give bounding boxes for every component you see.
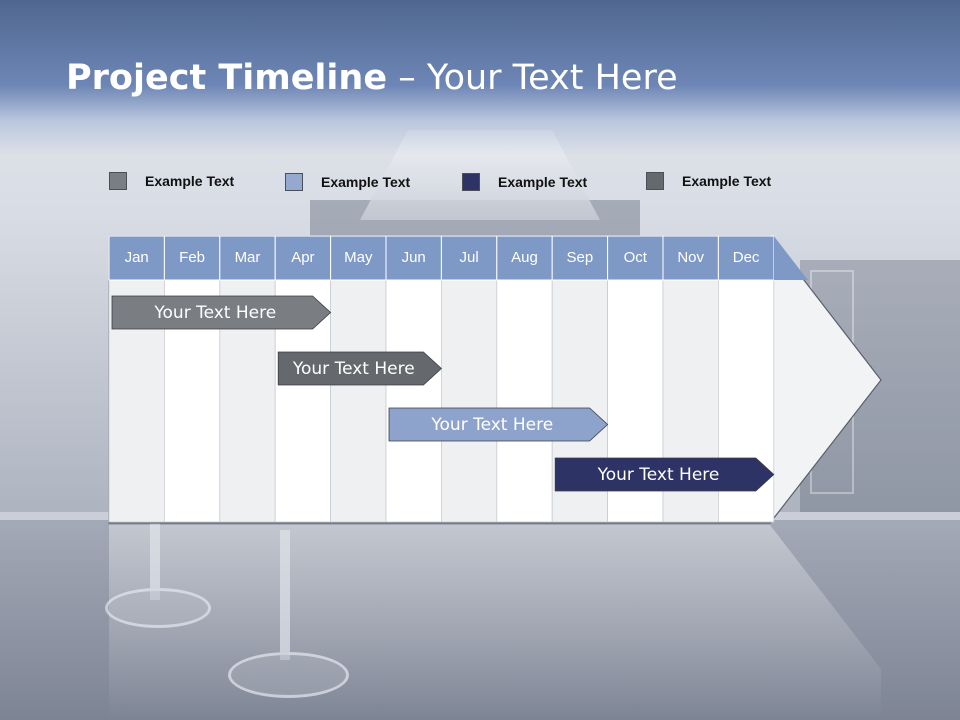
month-header-cell <box>108 235 165 281</box>
title-bold: Project Timeline <box>66 58 388 98</box>
month-column <box>330 279 387 523</box>
month-header-cell <box>163 235 221 281</box>
month-label-jul: Jul <box>459 249 479 266</box>
month-header-cell <box>717 235 775 281</box>
legend-item: Example Text <box>285 171 410 193</box>
task-label: Your Text Here <box>154 303 277 323</box>
legend-swatch <box>462 173 480 191</box>
legend-label: Example Text <box>682 173 772 189</box>
month-column <box>440 279 498 523</box>
legend-swatch <box>285 173 303 191</box>
legend-swatch <box>109 172 127 190</box>
month-label-apr: Apr <box>291 249 315 266</box>
month-label-aug: Aug <box>511 249 538 266</box>
title-rest: – Your Text Here <box>387 58 678 98</box>
task-arrow <box>277 351 442 386</box>
legend-item: Example Text <box>646 170 771 192</box>
month-column <box>385 279 442 523</box>
month-label-dec: Dec <box>732 249 760 266</box>
month-label-mar: Mar <box>234 249 261 266</box>
legend-label: Example Text <box>321 174 411 190</box>
task-label: Your Text Here <box>292 359 415 379</box>
task-arrow <box>554 457 775 492</box>
month-header-cell <box>662 235 719 281</box>
month-header-cell <box>440 235 498 281</box>
legend-label: Example Text <box>498 174 588 190</box>
month-header-cell <box>385 235 442 281</box>
month-label-feb: Feb <box>179 249 206 266</box>
task-arrow <box>388 407 609 442</box>
month-label-jun: Jun <box>401 249 426 266</box>
task-arrow <box>111 295 332 330</box>
legend-label: Example Text <box>145 173 235 189</box>
month-label-may: May <box>344 249 373 266</box>
month-header-cell <box>607 235 664 281</box>
task-label: Your Text Here <box>597 465 720 485</box>
month-label-sep: Sep <box>566 249 594 266</box>
month-header-cell <box>551 235 609 281</box>
title-banner <box>0 0 960 155</box>
header-arrow-tip <box>773 236 808 280</box>
legend-swatch <box>646 172 664 190</box>
month-label-jan: Jan <box>124 249 149 266</box>
month-label-nov: Nov <box>677 249 705 266</box>
month-header-cell <box>219 235 276 281</box>
month-header-cell <box>496 235 553 281</box>
month-column <box>496 279 553 523</box>
legend-item: Example Text <box>109 170 234 192</box>
page-title: Project Timeline – Your Text Here <box>66 58 678 98</box>
month-label-oct: Oct <box>623 249 647 266</box>
legend-item: Example Text <box>462 171 587 193</box>
timeline-reflection <box>109 525 881 720</box>
task-label: Your Text Here <box>431 415 554 435</box>
